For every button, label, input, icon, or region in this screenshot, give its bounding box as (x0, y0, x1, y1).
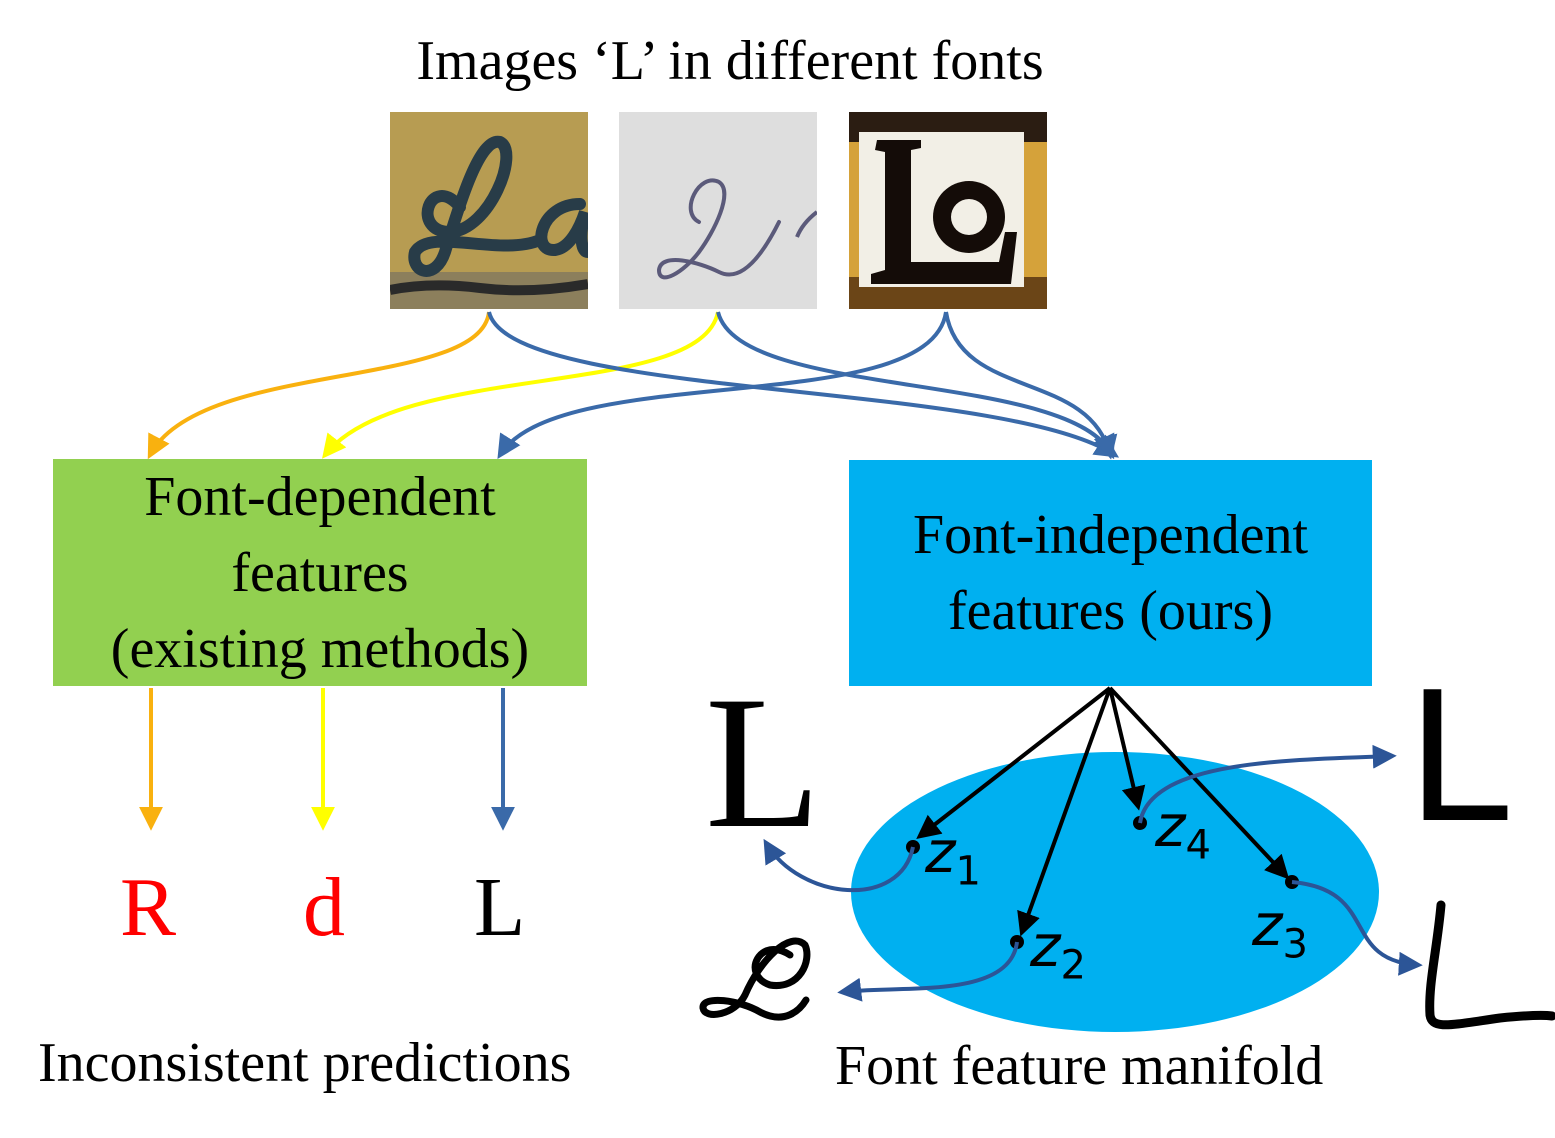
z2-label: z2 (1030, 912, 1086, 989)
arrow-img2-to-independent (716, 311, 1115, 460)
decode-z3 (1291, 880, 1423, 976)
font-independent-label-line2: features (ours) (948, 580, 1273, 642)
arrow-img1-to-independent (487, 311, 1120, 458)
serif-L-glyph: L (705, 658, 822, 868)
z3-label: z3 (1252, 891, 1308, 968)
prediction-R: R (120, 861, 177, 954)
arrow-img3-to-dependent (497, 311, 948, 460)
arrow-img1-to-dependent (147, 311, 491, 460)
decode-z4 (1138, 744, 1397, 824)
arrow-to-z4 (1108, 687, 1146, 811)
decode-z2 (837, 941, 1019, 1002)
arrow-img2-to-dependent (322, 311, 720, 459)
font-dependent-box: Font-dependent features (existing method… (53, 459, 587, 686)
arrow-img3-to-independent (944, 311, 1118, 460)
arrow-to-z1 (916, 686, 1112, 839)
prediction-d: d (303, 861, 345, 954)
arrow-to-z2 (1017, 687, 1112, 937)
z1-label: z1 (925, 818, 981, 895)
sans-L-glyph: L (1408, 649, 1514, 861)
handwritten-L-image (619, 112, 817, 309)
font-feature-manifold (851, 752, 1379, 1032)
decode-z1 (763, 838, 915, 892)
brush-L-glyph (1425, 900, 1555, 1030)
font-dependent-label-line2: features (231, 541, 409, 604)
font-dependent-label-line3: (existing methods) (110, 617, 530, 680)
arrow-to-z3 (1108, 686, 1290, 880)
font-independent-label-line1: Font-independent (912, 504, 1309, 566)
left-caption: Inconsistent predictions (38, 1032, 572, 1094)
figure-title: Images ‘L’ in different fonts (416, 30, 1044, 92)
bold-Lo-image (849, 112, 1047, 309)
font-independent-box: Font-independent features (ours) (849, 460, 1372, 686)
font-dependent-label-line1: Font-dependent (144, 465, 496, 528)
prediction-L: L (474, 861, 526, 954)
z4-label: z4 (1155, 792, 1211, 869)
right-caption: Font feature manifold (835, 1035, 1324, 1097)
script-la-image (390, 112, 588, 309)
script-L-glyph (699, 937, 811, 1021)
